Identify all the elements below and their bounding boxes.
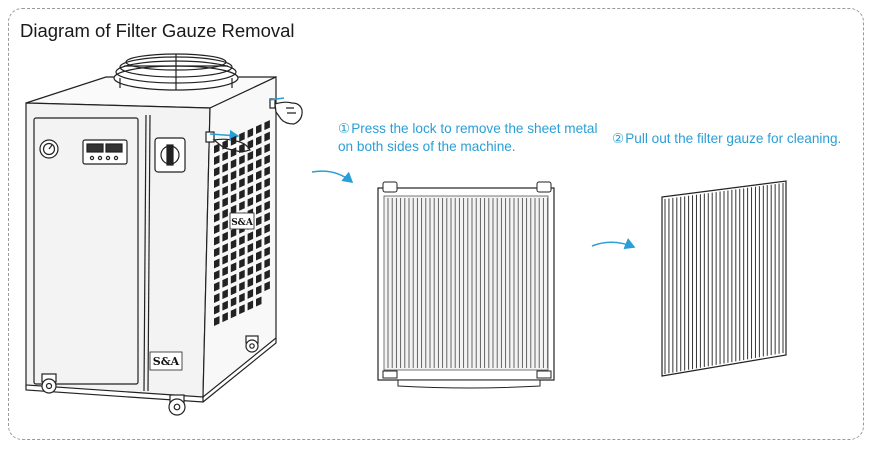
front-lock-latch (205, 131, 215, 143)
chiller-machine-illustration (25, 53, 303, 416)
panel-lock-latch (536, 181, 552, 193)
caster-wheel-icon (245, 335, 259, 353)
step-2-number: ② (612, 131, 625, 146)
step-1-number: ① (338, 121, 351, 136)
svg-text:S&A: S&A (231, 218, 254, 228)
power-switch-icon (154, 137, 186, 173)
flow-arrow-icon (591, 238, 636, 250)
diagram-frame (8, 8, 864, 440)
caster-wheel-icon (41, 373, 57, 394)
side-vent-grid (214, 120, 270, 326)
flow-arrow-icon (311, 170, 354, 183)
temperature-controller-icon (82, 139, 128, 165)
diagram-title: Diagram of Filter Gauze Removal (20, 20, 295, 41)
svg-text:S&A: S&A (153, 355, 180, 368)
sheet-metal-panel-illustration (377, 181, 555, 389)
brand-logo: S&A (149, 351, 183, 371)
vent-brand-logo: S&A (229, 212, 255, 230)
panel-lock-latch (382, 181, 398, 193)
pressure-gauge-icon (39, 139, 59, 159)
step-2-text: Pull out the filter gauze for cleaning. (625, 131, 842, 146)
filter-gauze-illustration (661, 180, 787, 377)
step-2-instruction: ②Pull out the filter gauze for cleaning. (612, 130, 872, 148)
step-1-instruction: ①Press the lock to remove the sheet meta… (338, 120, 598, 156)
fan-icon (113, 53, 239, 91)
step-1-text: Press the lock to remove the sheet metal… (338, 121, 598, 154)
caster-wheel-icon (168, 394, 186, 416)
